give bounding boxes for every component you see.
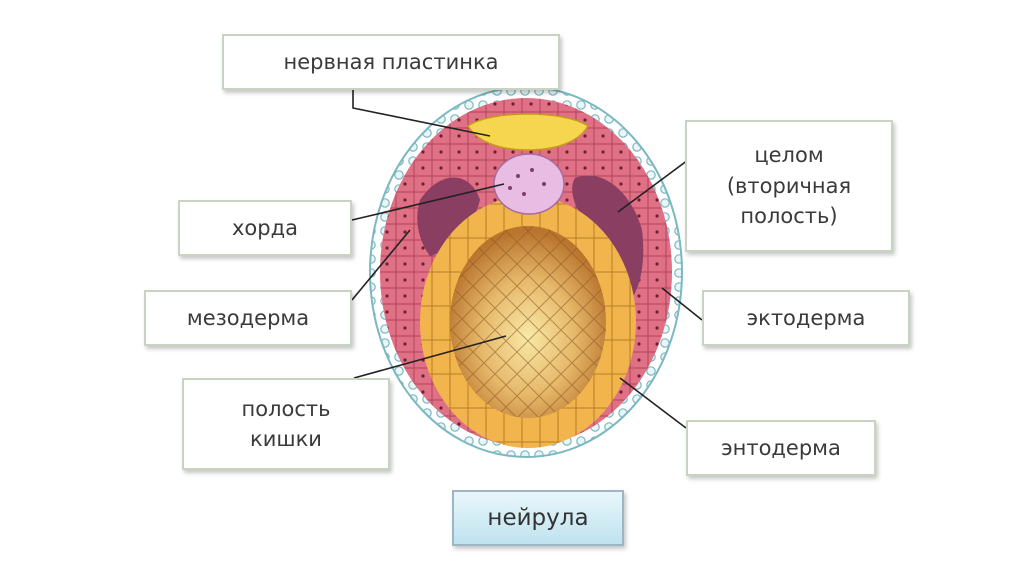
leader-endoderm xyxy=(619,377,687,429)
label-gut-cavity: полость кишки xyxy=(182,378,390,470)
label-endoderm: энтодерма xyxy=(686,420,876,476)
leader-chord xyxy=(351,183,505,221)
chord xyxy=(493,153,565,215)
label-ectoderm: эктодерма xyxy=(702,290,910,346)
label-mesoderm: мезодерма xyxy=(144,290,352,346)
label-coelom: целом (вторичная полость) xyxy=(685,120,893,252)
label-chord: хорда xyxy=(178,200,352,256)
coelom-left xyxy=(417,177,480,256)
label-neural-plate: нервная пластинка xyxy=(222,34,560,90)
caption-neurula: нейрула xyxy=(452,490,624,546)
leader-ectoderm xyxy=(661,287,703,321)
leader-gut xyxy=(353,335,507,379)
leader-neural-plate xyxy=(352,88,491,137)
leader-mesoderm xyxy=(351,229,411,301)
leader-coelom xyxy=(617,159,689,213)
neural-plate xyxy=(467,113,589,151)
